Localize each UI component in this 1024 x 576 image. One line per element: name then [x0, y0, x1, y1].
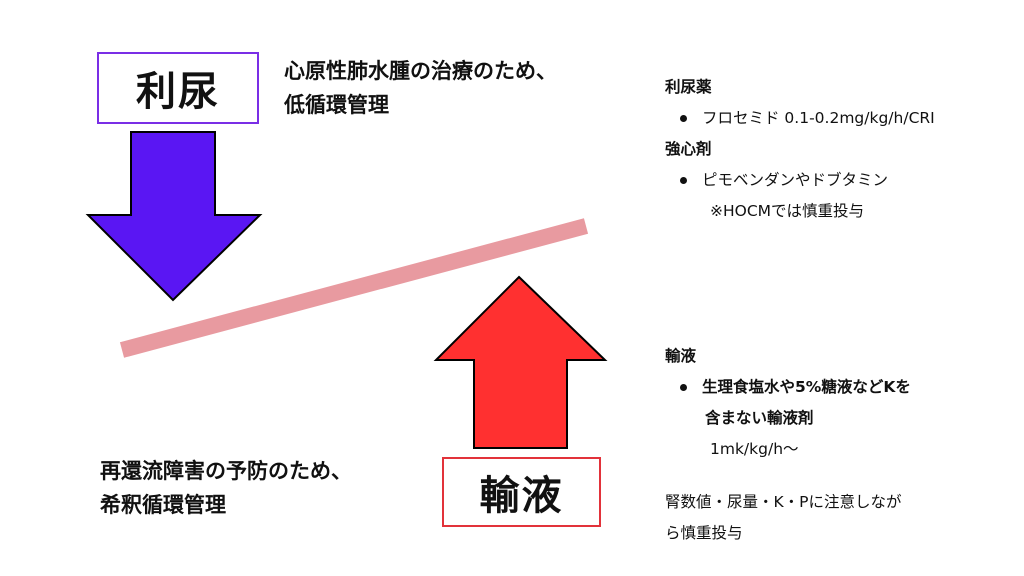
- inotropes-heading: 強心剤: [665, 140, 712, 158]
- fluid-note: 再還流障害の予防のため、 希釈循環管理: [100, 454, 460, 522]
- diuretics-item: フロセミド 0.1-0.2mg/kg/h/CRI: [665, 103, 1020, 134]
- fluids-item-line1: 生理食塩水や5%糖液などKを: [665, 372, 1020, 403]
- down-arrow: [85, 131, 263, 302]
- diuretic-label-box: 利尿: [97, 52, 259, 124]
- fluid-label-box: 輸液: [442, 457, 601, 527]
- fluids-heading: 輸液: [665, 347, 697, 365]
- diuretic-note: 心原性肺水腫の治療のため、 低循環管理: [284, 54, 644, 122]
- medication-panel: 利尿薬 フロセミド 0.1-0.2mg/kg/h/CRI 強心剤 ピモベンダンや…: [665, 72, 1020, 227]
- diuretic-note-line2: 低循環管理: [284, 93, 389, 117]
- balance-bar: [119, 218, 589, 358]
- inotropes-item: ピモベンダンやドブタミン: [665, 165, 1020, 196]
- caution-line1: 腎数値・尿量・K・Pに注意しなが: [665, 493, 902, 511]
- diuretic-label: 利尿: [136, 69, 220, 115]
- fluid-note-line1: 再還流障害の予防のため、: [100, 459, 352, 483]
- diuretic-note-line1: 心原性肺水腫の治療のため、: [284, 59, 557, 83]
- fluids-rate: 1mk/kg/h〜: [710, 440, 799, 458]
- fluids-item-line2: 含まない輸液剤: [705, 409, 814, 427]
- diuretics-heading: 利尿薬: [665, 78, 712, 96]
- inotropes-note: ※HOCMでは慎重投与: [710, 202, 865, 220]
- fluid-panel: 輸液 生理食塩水や5%糖液などKを 含まない輸液剤 1mk/kg/h〜 腎数値・…: [665, 341, 1020, 549]
- fluid-label: 輸液: [479, 473, 564, 519]
- caution-line2: ら慎重投与: [665, 524, 743, 542]
- fluid-note-line2: 希釈循環管理: [100, 493, 226, 517]
- up-arrow: [433, 275, 608, 449]
